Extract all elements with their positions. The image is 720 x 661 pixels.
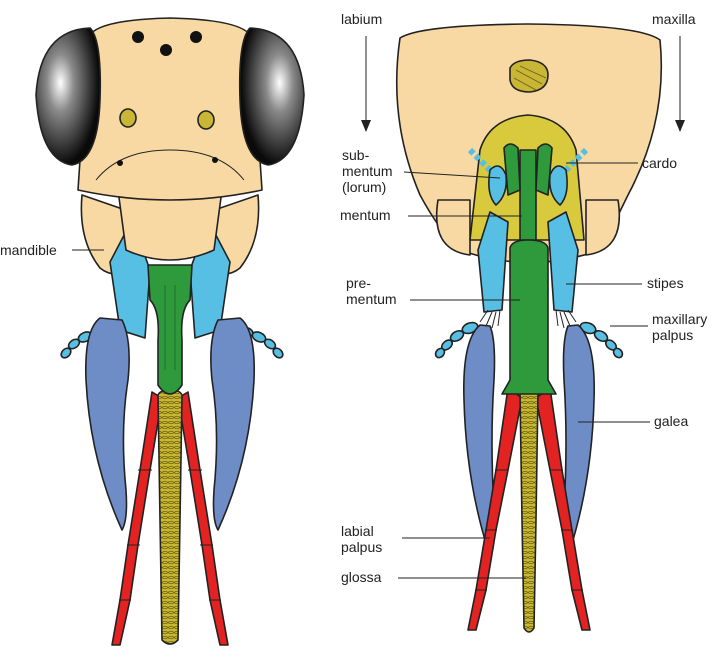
- label-mandible: mandible: [0, 242, 57, 258]
- foramen: [509, 59, 549, 93]
- antennal-socket-right: [197, 110, 215, 130]
- right-fig-labial-palpus-left: [467, 387, 523, 631]
- label-prementum-line2: mentum: [346, 291, 397, 307]
- right-fig-labial-palpus-right: [535, 387, 591, 631]
- right-compound-eye: [238, 27, 305, 166]
- antennal-socket-left: [119, 108, 137, 128]
- left-glossa: [157, 389, 183, 645]
- cardo-left: [467, 147, 508, 206]
- label-labial-palpus-line1: labial: [341, 523, 374, 539]
- right-labial-palpus: [177, 391, 229, 646]
- right-fig-maxillary-palpus-left: [434, 321, 479, 359]
- right-fig-stipes-left: [477, 211, 509, 313]
- right-fig-stipes-right: [547, 211, 579, 313]
- right-fig-prementum: [501, 239, 557, 395]
- left-compound-eye: [35, 27, 102, 166]
- label-galea: galea: [654, 413, 688, 429]
- label-labial-palpus-line2: palpus: [341, 539, 382, 555]
- right-fig-glossa: [519, 388, 539, 633]
- ocellus-right: [190, 31, 202, 43]
- ocellus-left: [132, 31, 144, 43]
- left-head-figure: [35, 17, 305, 646]
- label-prementum-line1: pre-: [346, 275, 371, 291]
- label-stipes: stipes: [647, 275, 684, 291]
- label-mentum: mentum: [340, 207, 391, 223]
- tentorial-pit-right: [212, 157, 218, 163]
- ocellus-median: [160, 44, 172, 56]
- mentum: [519, 149, 537, 241]
- left-labial-palpus: [111, 391, 163, 646]
- label-submentum-line2: mentum: [342, 163, 393, 179]
- right-fig-maxillary-palpus-right: [579, 321, 624, 359]
- left-prementum: [147, 264, 193, 395]
- right-head-figure: [395, 23, 663, 633]
- label-maxillary-palpus-line2: palpus: [652, 327, 693, 343]
- left-head-capsule: [77, 17, 263, 201]
- tentorial-pit-left: [117, 160, 123, 166]
- cardo-right: [548, 147, 589, 206]
- left-clypeus: [117, 189, 223, 261]
- left-galea: [84, 317, 130, 531]
- label-submentum-line1: sub-: [342, 147, 370, 163]
- label-maxillary-palpus-line1: maxillary: [652, 311, 707, 327]
- right-galea: [210, 317, 256, 531]
- label-cardo: cardo: [642, 155, 677, 171]
- label-submentum-line3: (lorum): [342, 179, 386, 195]
- label-labium: labium: [341, 11, 382, 27]
- label-maxilla: maxilla: [652, 11, 696, 27]
- label-glossa: glossa: [341, 569, 382, 585]
